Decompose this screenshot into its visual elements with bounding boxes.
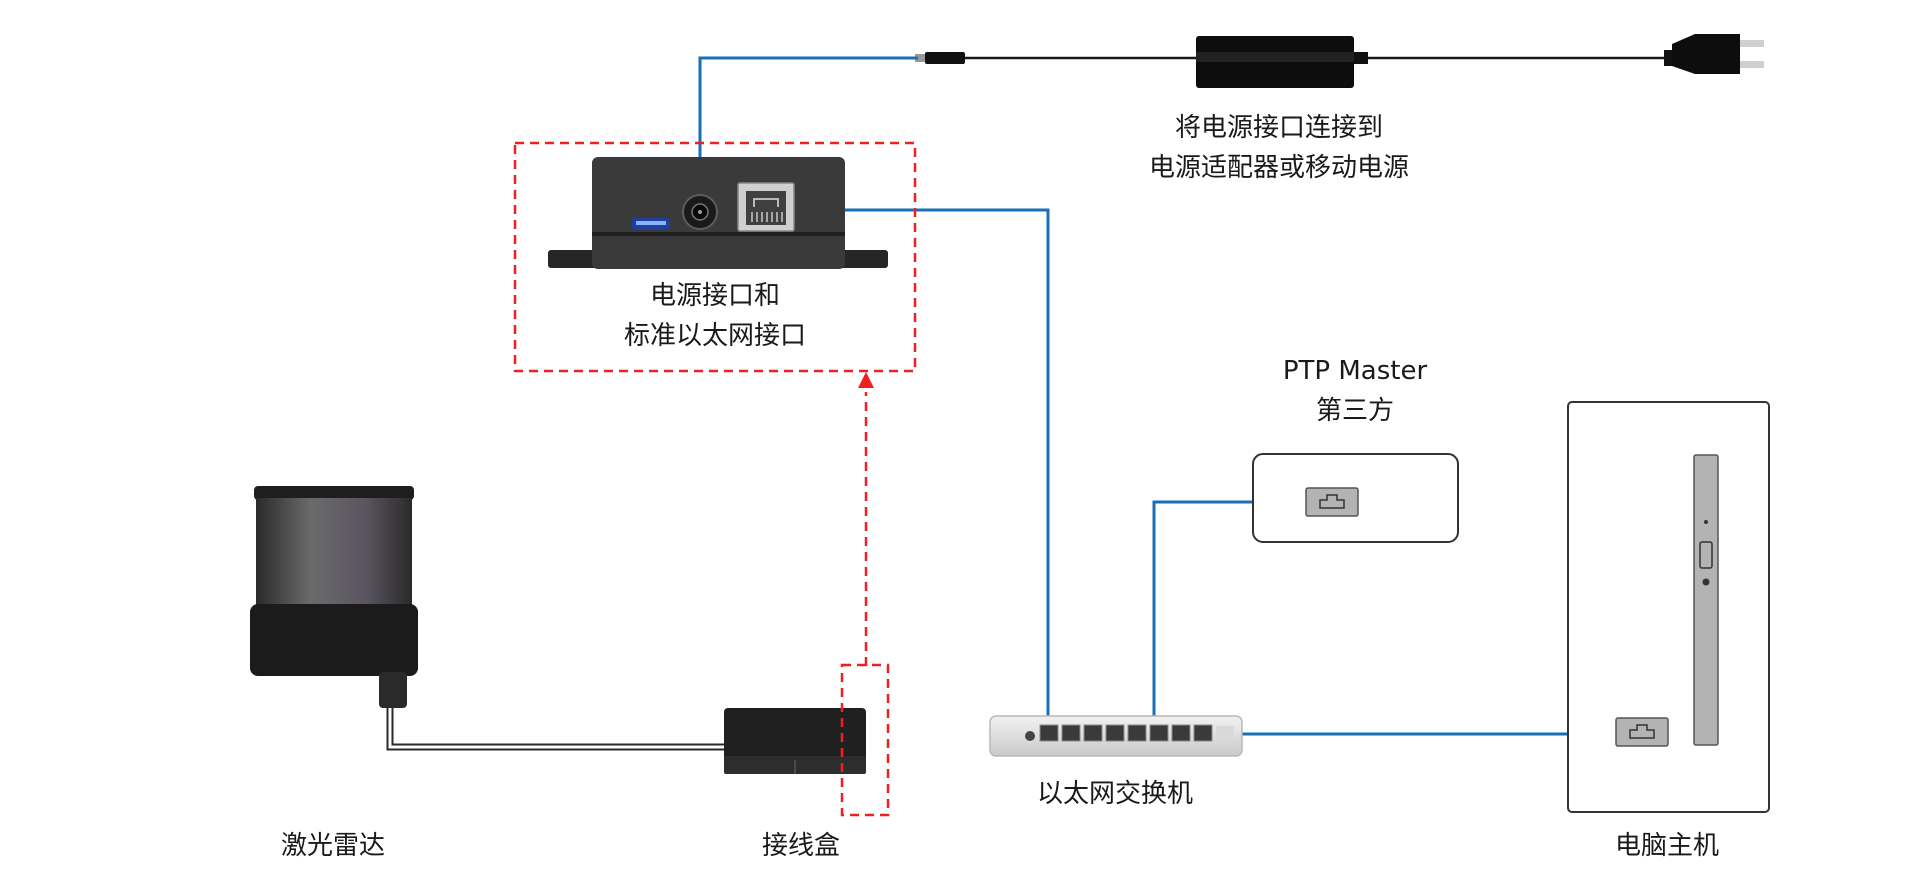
switch-power-led-icon [1025, 731, 1035, 741]
power-button-icon [1702, 578, 1710, 586]
power-adapter-label-line1: 将电源接口连接到 [1174, 113, 1384, 143]
interfaces-label: 电源接口和 标准以太网接口 [624, 276, 806, 356]
junction-box-label: 接线盒 [761, 831, 841, 861]
usb-port-icon [1699, 541, 1713, 569]
switch-ports [1039, 724, 1213, 742]
wall-plug-icon [1664, 34, 1764, 74]
lidar-cable [386, 708, 728, 751]
computer-host [1567, 401, 1770, 813]
rj45-port-icon [1615, 717, 1669, 747]
lidar-device [250, 486, 418, 708]
interface-box [548, 157, 888, 269]
ptp-master-label-line1: PTP Master [1282, 356, 1428, 386]
rj45-port-icon [1305, 487, 1359, 517]
ethernet-switch-label: 以太网交换机 [1036, 779, 1194, 809]
box-body [592, 157, 845, 269]
power-adapter-label: 将电源接口连接到 电源适配器或移动电源 [1149, 108, 1409, 188]
power-supply [915, 34, 1764, 88]
drive-bay [1693, 454, 1719, 746]
interface-highlight-frame [513, 141, 917, 373]
junction-box [724, 708, 866, 774]
lidar-connector [379, 672, 407, 708]
dc-plug [925, 52, 965, 64]
computer-host-label: 电脑主机 [1614, 831, 1720, 861]
ptp-master-device [1252, 453, 1459, 543]
lidar-label: 激光雷达 [280, 831, 386, 861]
highlight-arrow [858, 372, 874, 666]
interfaces-label-line2: 标准以太网接口 [623, 321, 807, 351]
ptp-master-label-line2: 第三方 [1315, 396, 1395, 426]
arrow-head-icon [858, 372, 874, 388]
ptp-master-label: PTP Master 第三方 [1283, 351, 1427, 431]
power-brick-icon [1196, 36, 1368, 88]
lidar-window [256, 498, 412, 610]
ethernet-box-to-switch [792, 208, 1050, 724]
usb-port-icon [632, 218, 670, 230]
rj45-port-icon [737, 182, 795, 232]
junction-connector-highlight [840, 663, 890, 817]
interfaces-label-line1: 电源接口和 [649, 281, 781, 311]
dc-plug-tip [915, 54, 925, 62]
lidar-base [250, 604, 418, 676]
ethernet-switch [989, 715, 1243, 757]
dc-jack-icon [682, 194, 718, 230]
power-adapter-label-line2: 电源适配器或移动电源 [1148, 153, 1410, 183]
